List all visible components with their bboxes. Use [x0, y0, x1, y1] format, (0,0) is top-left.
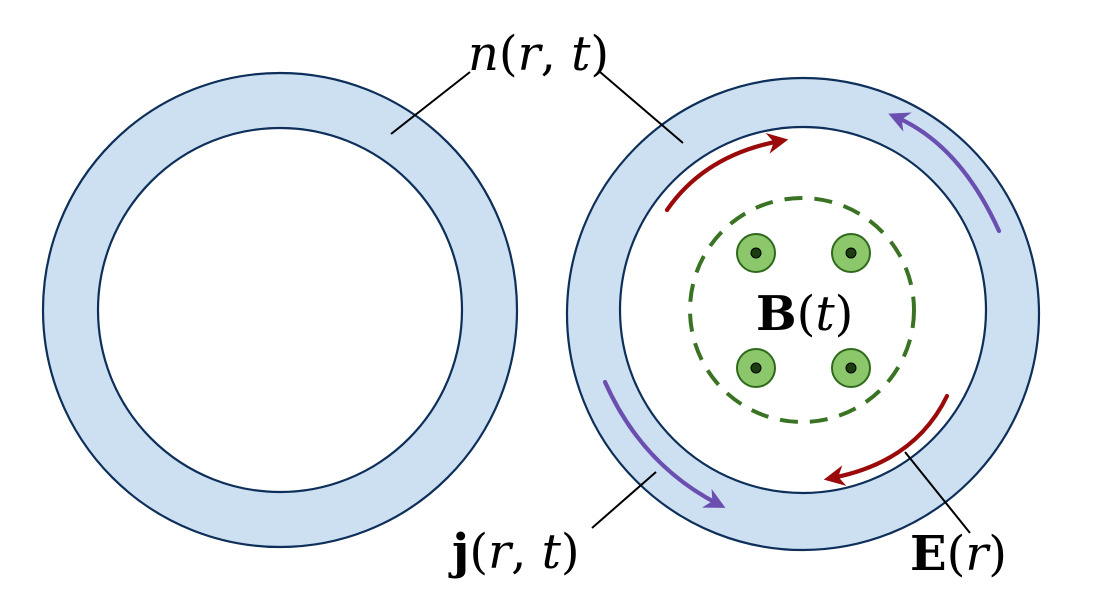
electric-field-arrow-top: [664, 132, 789, 213]
density-leader-left: [390, 71, 471, 135]
magnetic-field-markers: [736, 233, 871, 388]
left-ring-inner: [96, 126, 464, 494]
b-field-marker: [736, 348, 776, 388]
leader-lines: [390, 71, 971, 534]
right-ring-inner: [618, 125, 988, 495]
b-field-marker: [831, 348, 871, 388]
current-leader: [591, 471, 657, 529]
left-ring: [41, 71, 519, 549]
magnetic-field-label: B(t): [756, 286, 853, 342]
b-field-marker: [736, 233, 776, 273]
current-label: j(r, t): [448, 524, 580, 580]
electric-leader: [904, 451, 971, 534]
current-arrow-bottom: [602, 379, 726, 508]
electric-field-label: E(r): [910, 526, 1007, 582]
current-arrow-top: [888, 112, 1002, 234]
density-label: n(r, t): [468, 26, 609, 82]
flux-loop: [688, 196, 916, 424]
density-leader-right: [599, 71, 684, 144]
b-field-marker: [831, 233, 871, 273]
electric-field-arrow-bottom: [823, 393, 950, 486]
